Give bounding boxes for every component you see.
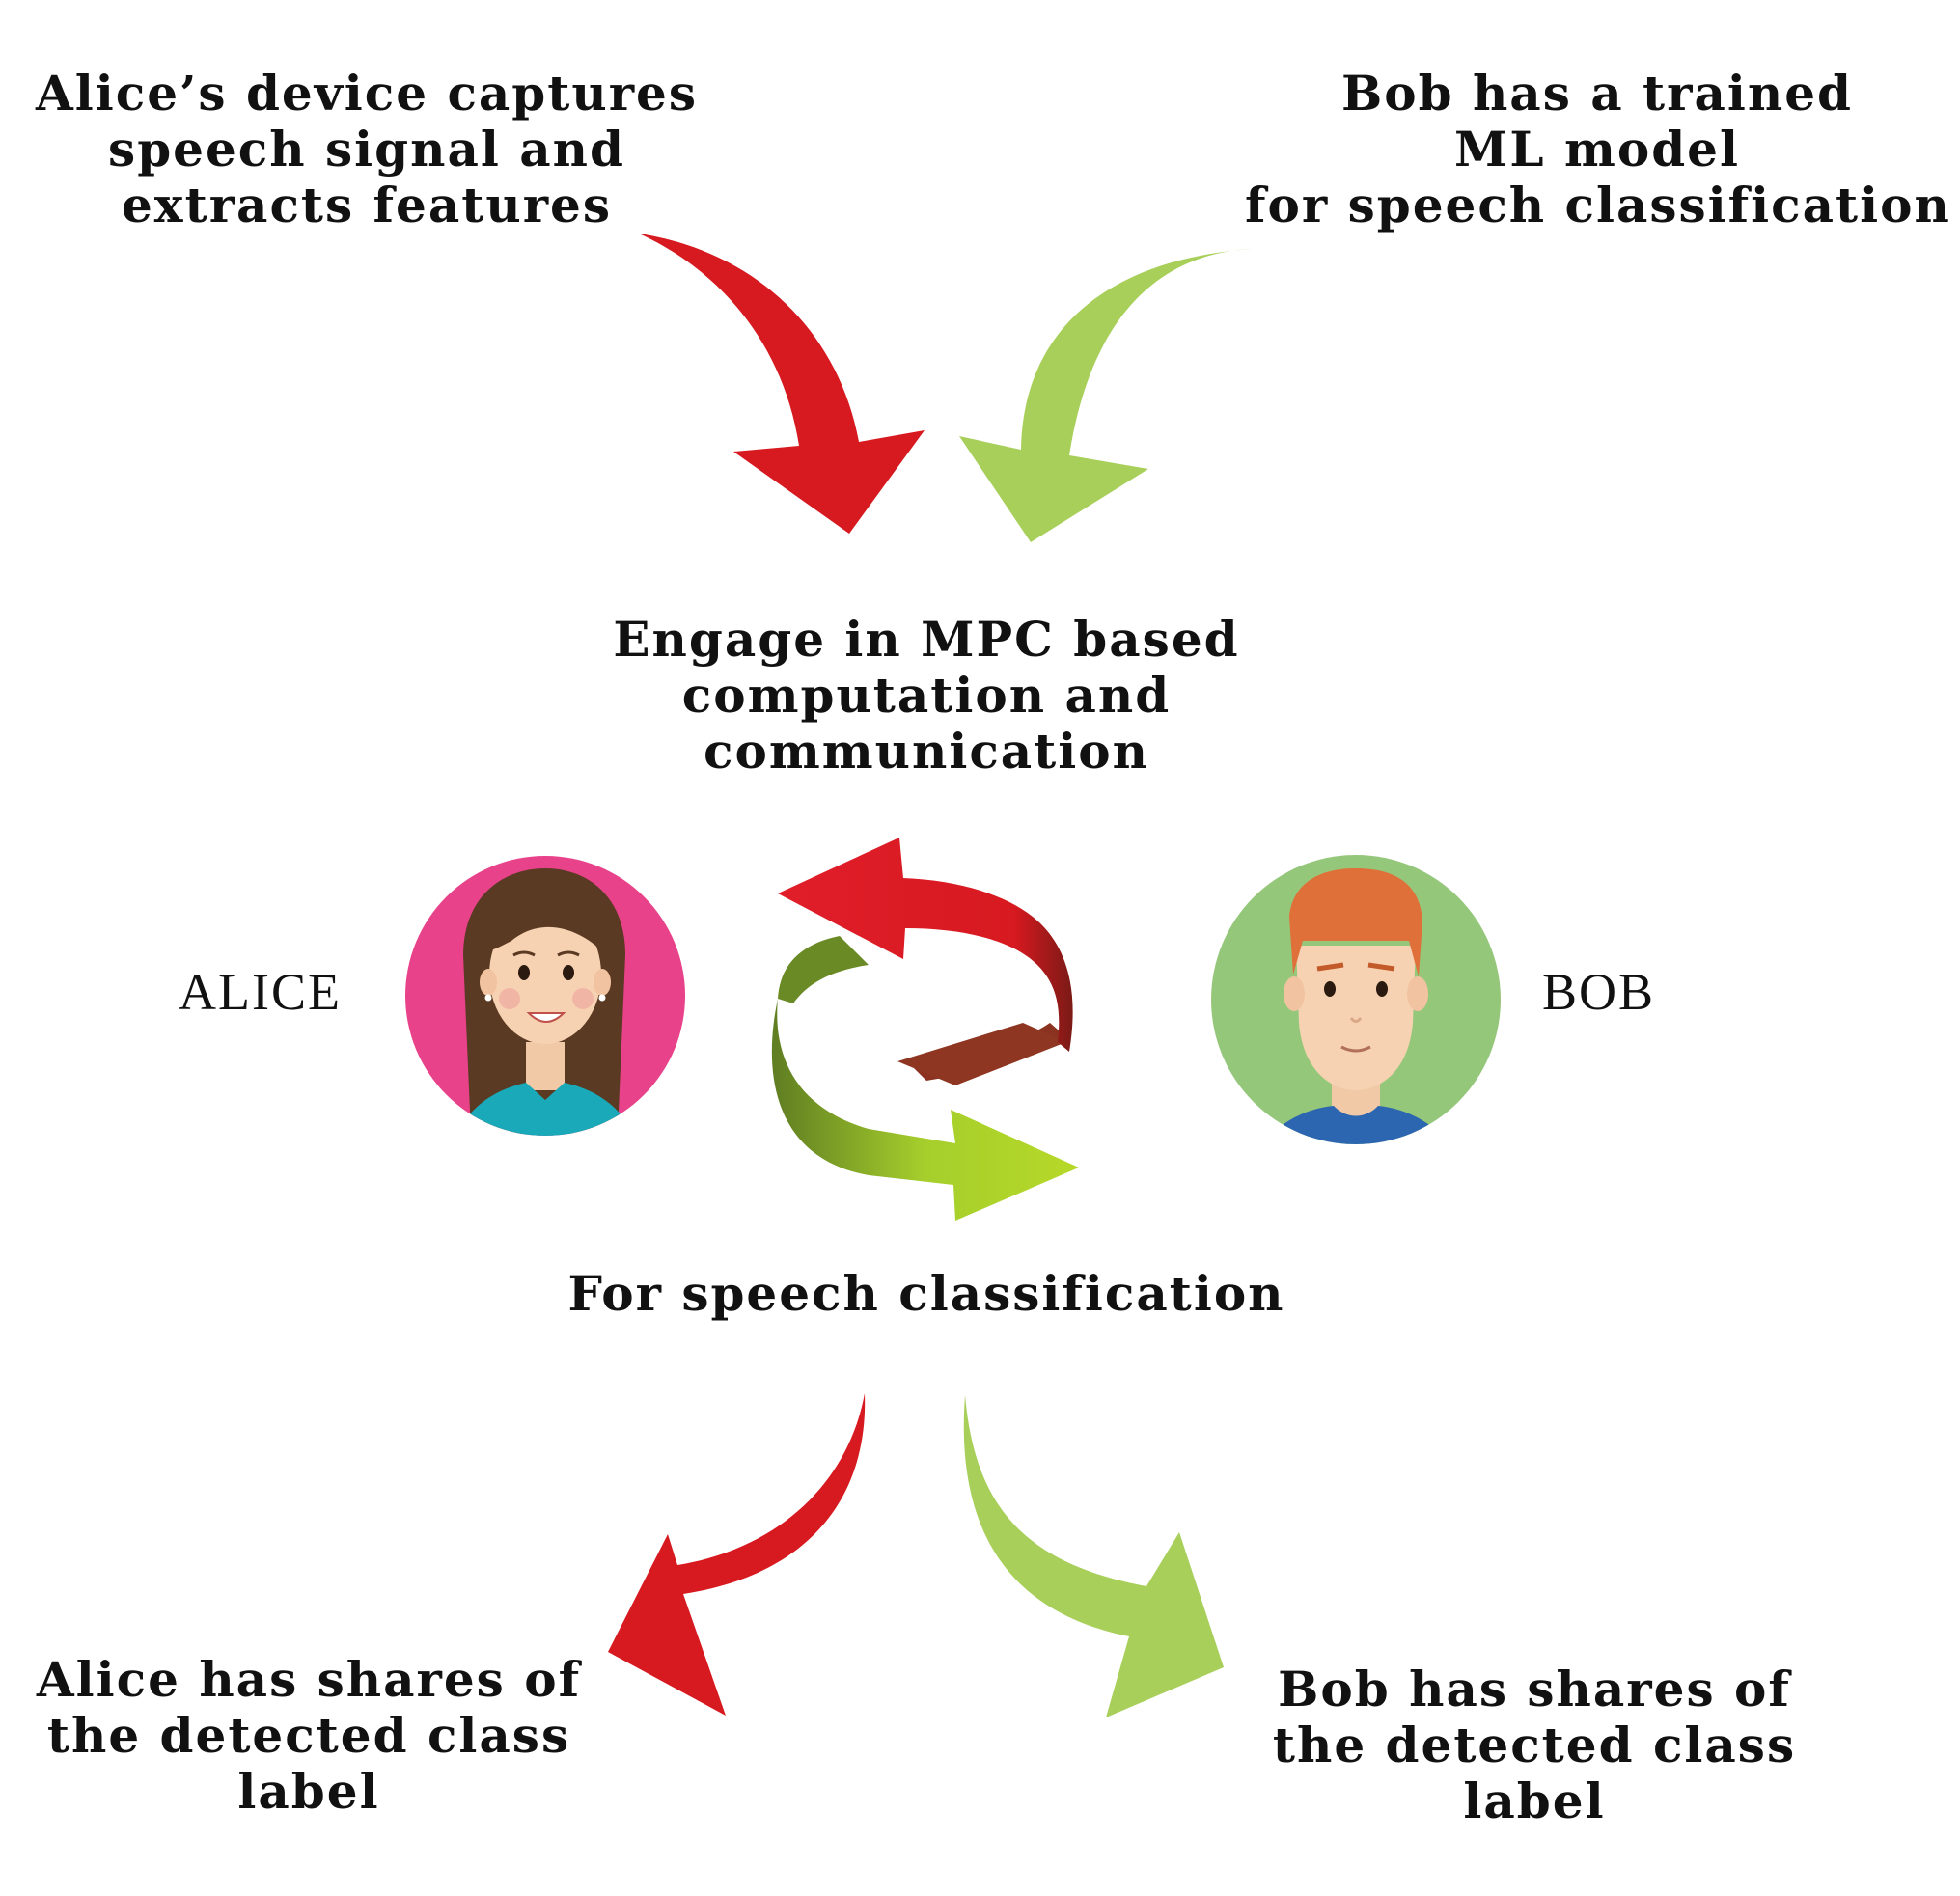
caption-line: communication: [704, 723, 1149, 780]
caption-speech-classification: For speech classification: [540, 1266, 1312, 1322]
caption-mpc-engage: Engage in MPC based computation and comm…: [569, 612, 1284, 780]
arrow-red-top-icon: [639, 234, 925, 534]
caption-alice-shares: Alice has shares of the detected class l…: [19, 1652, 598, 1820]
caption-line: Engage in MPC based: [613, 611, 1240, 668]
bob-label: BOB: [1542, 963, 1656, 1021]
caption-line: Alice has shares of: [36, 1651, 582, 1708]
bob-avatar: [1211, 855, 1501, 1144]
caption-bob-shares: Bob has shares of the detected class lab…: [1255, 1662, 1814, 1829]
caption-line: Bob has shares of: [1278, 1661, 1791, 1717]
caption-line: computation and: [681, 667, 1172, 724]
arrow-green-bottom-icon: [963, 1395, 1224, 1717]
arrow-green-top-icon: [959, 249, 1253, 542]
alice-avatar: [405, 856, 685, 1136]
caption-line: the detected class: [1272, 1717, 1797, 1773]
caption-bob-model: Bob has a trained ML model for speech cl…: [1245, 66, 1949, 234]
caption-alice-device: Alice’s device captures speech signal an…: [19, 66, 714, 234]
caption-line: the detected class: [46, 1707, 571, 1764]
alice-label: ALICE: [179, 963, 342, 1021]
caption-line: for speech classification: [1245, 177, 1951, 234]
caption-line: speech signal and: [108, 121, 625, 178]
arrow-red-bottom-icon: [608, 1393, 866, 1716]
caption-line: label: [237, 1763, 380, 1820]
exchange-cycle-icon: [771, 838, 1079, 1221]
caption-line: Bob has a trained: [1340, 65, 1854, 122]
caption-line: extracts features: [121, 177, 613, 234]
caption-line: label: [1463, 1772, 1606, 1829]
caption-line: For speech classification: [567, 1265, 1285, 1322]
caption-line: ML model: [1454, 121, 1740, 178]
caption-line: Alice’s device captures: [35, 65, 699, 122]
